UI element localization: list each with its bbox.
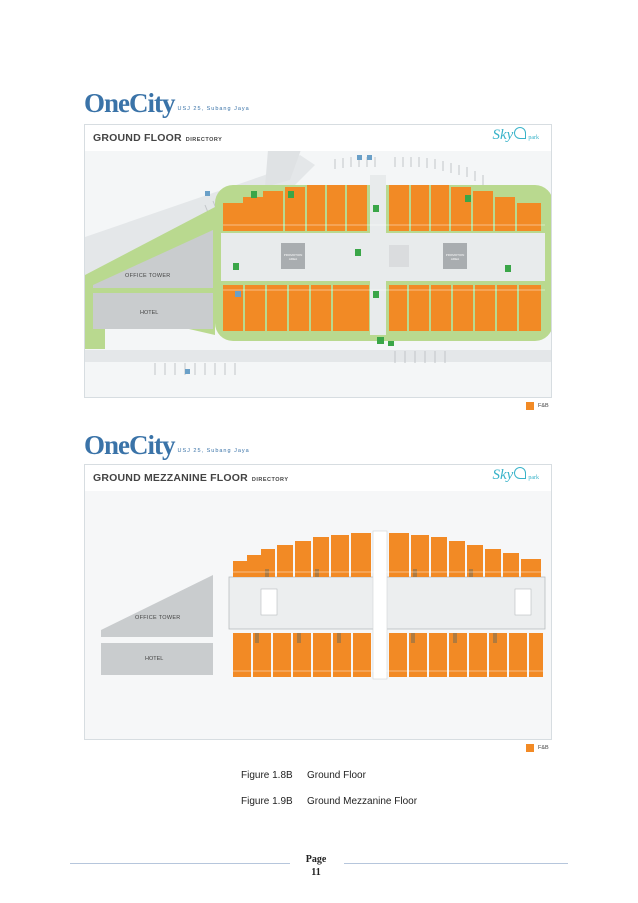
onecity-logo: OneCity USJ 25, Subang Jaya [84, 430, 250, 460]
caption-row: Figure 1.8B Ground Floor [241, 770, 366, 781]
office-tower-label: OFFICE TOWER [125, 273, 171, 279]
hotel-label: HOTEL [140, 310, 159, 316]
ground-floor-plan [85, 125, 551, 375]
office-tower-label: OFFICE TOWER [135, 615, 181, 621]
fnb-swatch [526, 402, 534, 410]
ground-mezzanine-figure: OneCity USJ 25, Subang Jaya GROUND MEZZA… [80, 430, 552, 760]
bird-icon [514, 467, 527, 479]
figure-captions: Figure 1.8B Ground Floor Figure 1.9B Gro… [241, 770, 417, 822]
promotion-area-label: PROMOTION AREA [445, 253, 465, 261]
legend: F&B [526, 402, 549, 410]
footer-divider-right [344, 863, 568, 864]
promotion-area-label: PROMOTION AREA [283, 253, 303, 261]
footer-divider-left [70, 863, 290, 864]
hotel-label: HOTEL [145, 656, 164, 662]
page-number: Page 11 [305, 854, 327, 878]
bird-icon [514, 127, 527, 139]
ground-floor-figure: OneCity USJ 25, Subang Jaya GROUND FLOOR… [80, 88, 552, 418]
caption-row: Figure 1.9B Ground Mezzanine Floor [241, 796, 418, 807]
fnb-swatch [526, 744, 534, 752]
ground-mezzanine-plan [101, 530, 546, 680]
onecity-logo: OneCity USJ 25, Subang Jaya [84, 88, 250, 118]
legend: F&B [526, 744, 549, 752]
